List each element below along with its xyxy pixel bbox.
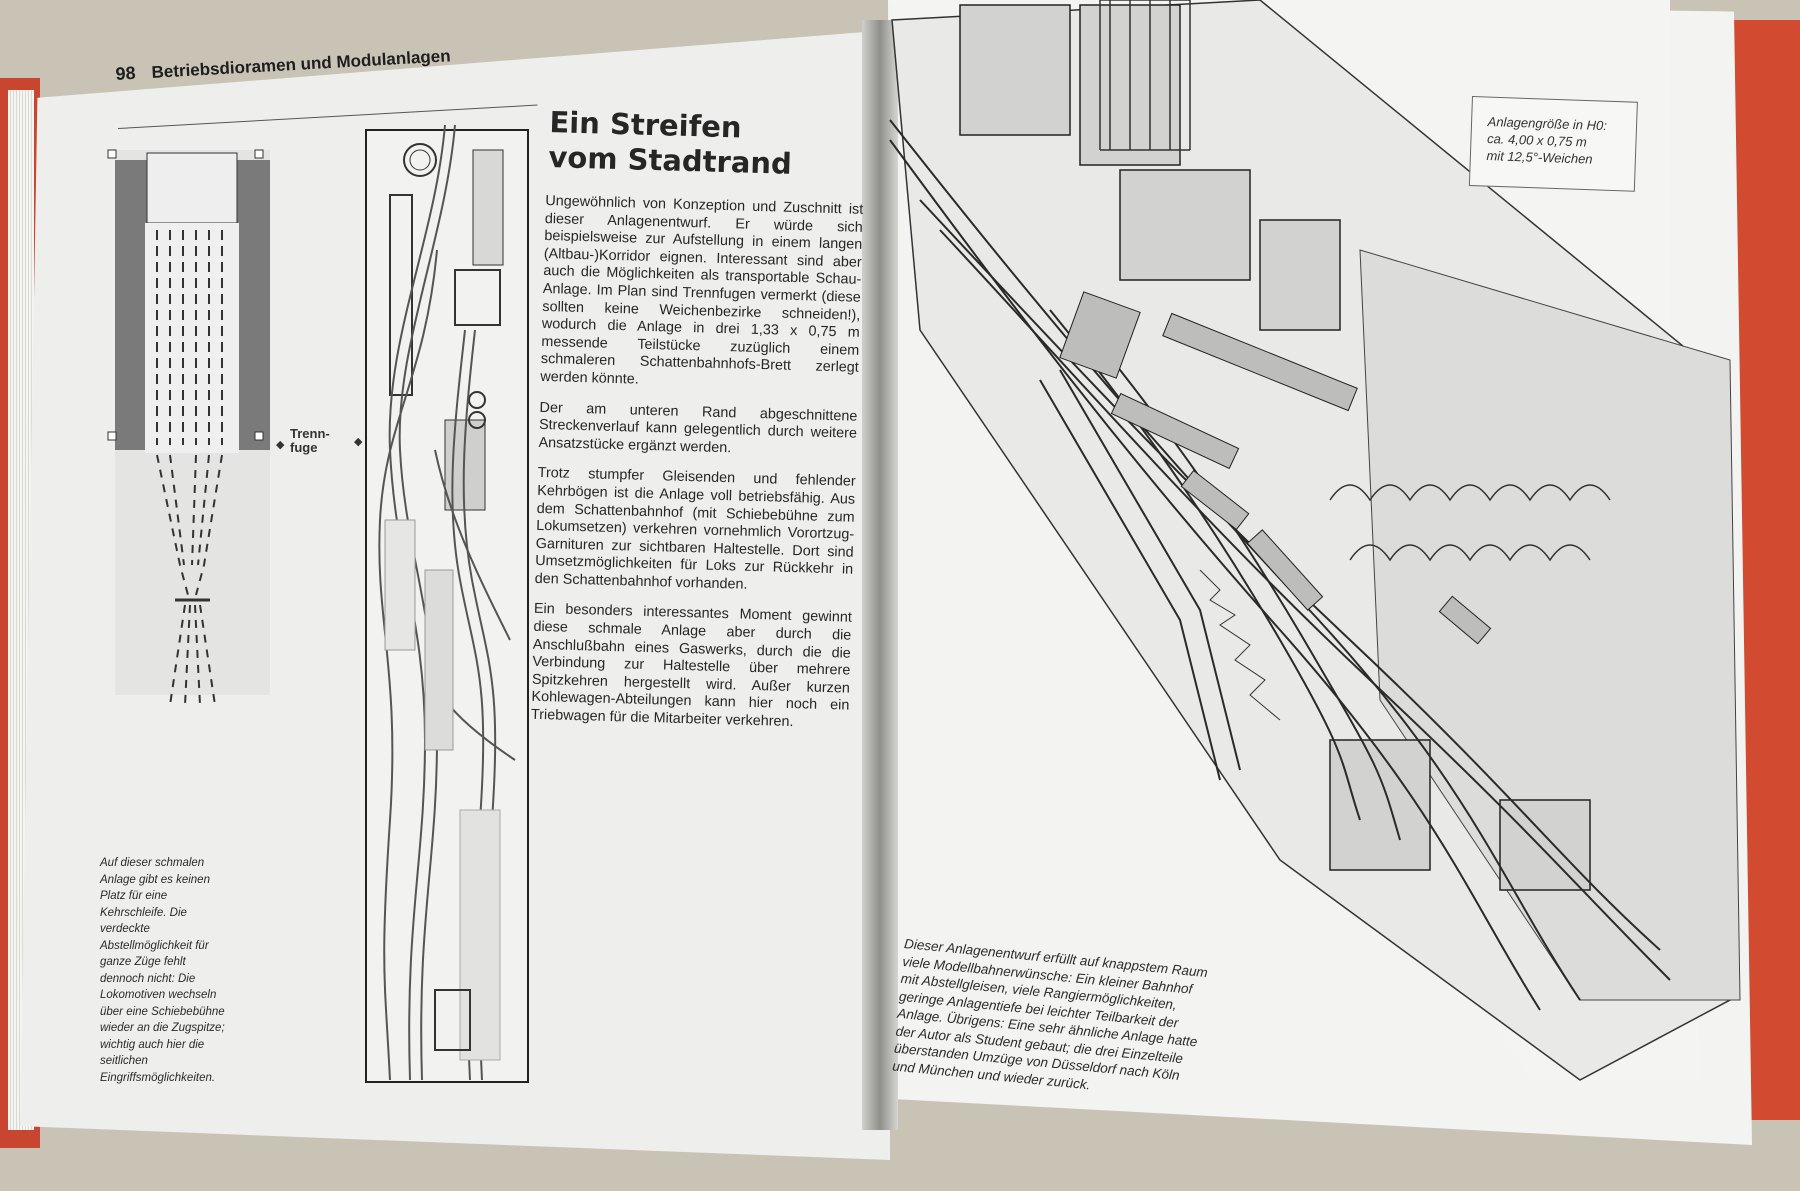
right-caption: Dieser Anlagenentwurf erfüllt auf knapps… [891,935,1209,1092]
page-number: 98 [115,62,137,84]
arrow-left-icon: ◆ [276,438,285,451]
article-column: Ein Streifen vom Stadtrand Ungewöhnlich … [530,105,866,746]
shadow-station-plan [107,149,270,705]
article-title: Ein Streifen vom Stadtrand [548,105,793,181]
transfer-table [146,152,238,224]
layout-track-plan [365,124,529,1083]
separator-label: Trenn- fuge [290,426,330,455]
paragraph-3: Trotz stumpfer Gleisenden und fehlender … [534,465,856,593]
layout-size-text: Anlagengröße in H0: ca. 4,00 x 0,75 m mi… [1486,113,1608,167]
arrow-right-icon: ◆ [354,435,363,448]
paragraph-4: Ein besonders interessantes Moment gewin… [530,601,853,731]
book-gutter [862,20,898,1130]
layout-perspective-illustration [889,0,1741,1081]
left-caption: Auf dieser schmalen Anlage gibt es keine… [100,857,225,1084]
station-tracks [145,223,239,453]
paragraph-2: Der am unteren Rand abgeschnittene Strec… [538,399,858,456]
paragraph-1: Ungewöhnlich von Konzeption und Zuschnit… [540,192,864,388]
